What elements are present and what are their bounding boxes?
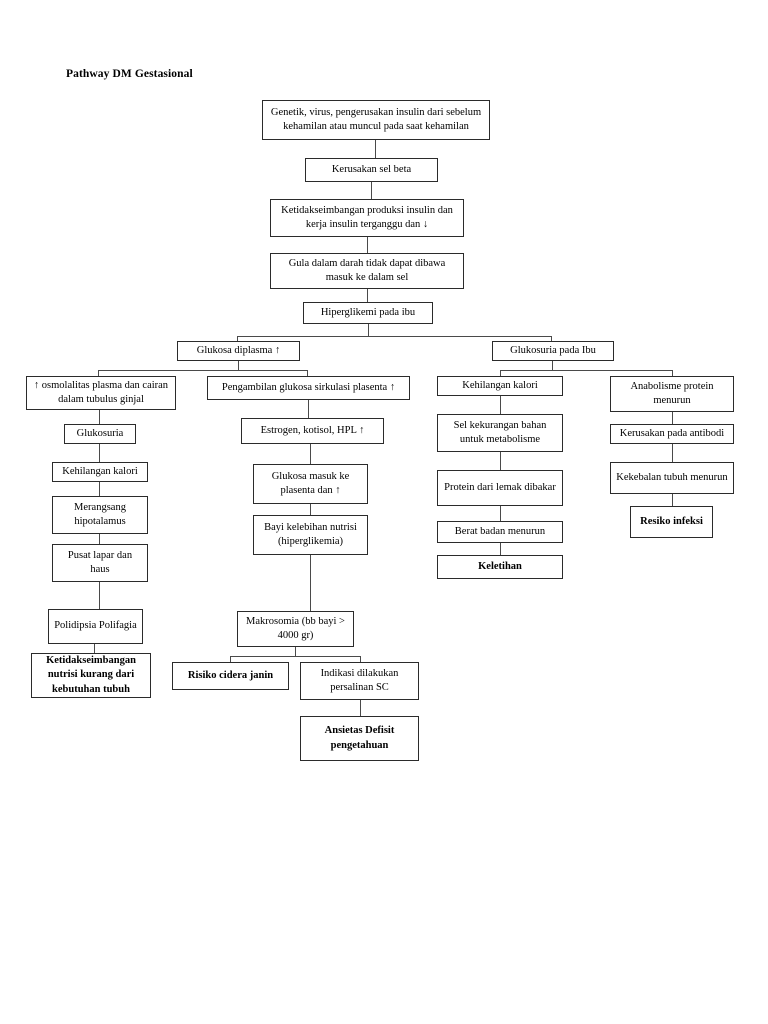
connector [98, 370, 308, 371]
node-makrosomia: Makrosomia (bb bayi > 4000 gr) [237, 611, 354, 647]
connector [552, 361, 553, 370]
connector [310, 504, 311, 515]
connector [295, 647, 296, 656]
connector [307, 370, 308, 376]
connector [551, 336, 552, 342]
node-estrogen-kotisol-hpl: Estrogen, kotisol, HPL ↑ [241, 418, 384, 444]
node-ketidakseimbangan-produksi-insulin: Ketidakseimbangan produksi insulin dan k… [270, 199, 464, 237]
connector [672, 494, 673, 506]
connector [500, 396, 501, 414]
node-anabolisme-protein-menurun: Anabolisme protein menurun [610, 376, 734, 412]
node-kerusakan-pada-antibodi: Kerusakan pada antibodi [610, 424, 734, 444]
node-ketidakseimbangan-nutrisi: Ketidakseimbangan nutrisi kurang dari ke… [31, 653, 151, 698]
connector [310, 444, 311, 464]
node-genetik-virus: Genetik, virus, pengerusakan insulin dar… [262, 100, 490, 140]
node-hiperglikemi-pada-ibu: Hiperglikemi pada ibu [303, 302, 433, 324]
connector [99, 534, 100, 544]
node-risiko-cidera-janin: Risiko cidera janin [172, 662, 289, 690]
node-kerusakan-sel-beta: Kerusakan sel beta [305, 158, 438, 182]
node-kehilangan-kalori-kiri: Kehilangan kalori [52, 462, 148, 482]
connector [237, 336, 238, 342]
node-glukosuria-pada-ibu: Glukosuria pada Ibu [492, 341, 614, 361]
node-merangsang-hipotalamus: Merangsang hipotalamus [52, 496, 148, 534]
node-indikasi-persalinan-sc: Indikasi dilakukan persalinan SC [300, 662, 419, 700]
connector [500, 370, 672, 371]
connector [360, 700, 361, 716]
connector [99, 444, 100, 462]
connector [672, 444, 673, 462]
node-glukosuria: Glukosuria [64, 424, 136, 444]
node-ansietas-defisit-pengetahuan: Ansietas Defisit pengetahuan [300, 716, 419, 761]
connector [238, 361, 239, 370]
node-gula-darah-tidak-masuk-sel: Gula dalam darah tidak dapat dibawa masu… [270, 253, 464, 289]
connector [237, 336, 551, 337]
node-glukosa-masuk-plasenta: Glukosa masuk ke plasenta dan ↑ [253, 464, 368, 504]
connector [308, 400, 309, 418]
connector [99, 482, 100, 496]
connector [368, 324, 369, 336]
connector [500, 370, 501, 376]
connector [230, 656, 231, 662]
node-resiko-infeksi: Resiko infeksi [630, 506, 713, 538]
node-kekebalan-tubuh-menurun: Kekebalan tubuh menurun [610, 462, 734, 494]
connector [500, 452, 501, 470]
connector [367, 289, 368, 302]
connector [94, 644, 95, 653]
connector [371, 182, 372, 199]
node-osmolalitas-plasma: ↑ osmolalitas plasma dan cairan dalam tu… [26, 376, 176, 410]
node-pusat-lapar-haus: Pusat lapar dan haus [52, 544, 148, 582]
node-sel-kekurangan-bahan: Sel kekurangan bahan untuk metabolisme [437, 414, 563, 452]
connector [360, 656, 361, 662]
page-title: Pathway DM Gestasional [66, 68, 193, 80]
connector [230, 656, 360, 657]
connector [99, 582, 100, 609]
node-bayi-kelebihan-nutrisi: Bayi kelebihan nutrisi (hiperglikemia) [253, 515, 368, 555]
node-polidipsia-polifagia: Polidipsia Polifagia [48, 609, 143, 644]
connector [99, 410, 100, 424]
connector [310, 555, 311, 611]
connector [672, 412, 673, 424]
node-glukosa-diplasma: Glukosa diplasma ↑ [177, 341, 300, 361]
connector [98, 370, 99, 376]
connector [375, 140, 376, 158]
connector [500, 543, 501, 555]
node-berat-badan-menurun: Berat badan menurun [437, 521, 563, 543]
node-pengambilan-glukosa-plasenta: Pengambilan glukosa sirkulasi plasenta ↑ [207, 376, 410, 400]
node-keletihan: Keletihan [437, 555, 563, 579]
connector [672, 370, 673, 376]
node-kehilangan-kalori-kanan: Kehilangan kalori [437, 376, 563, 396]
node-protein-lemak-dibakar: Protein dari lemak dibakar [437, 470, 563, 506]
connector [367, 237, 368, 253]
connector [500, 506, 501, 521]
